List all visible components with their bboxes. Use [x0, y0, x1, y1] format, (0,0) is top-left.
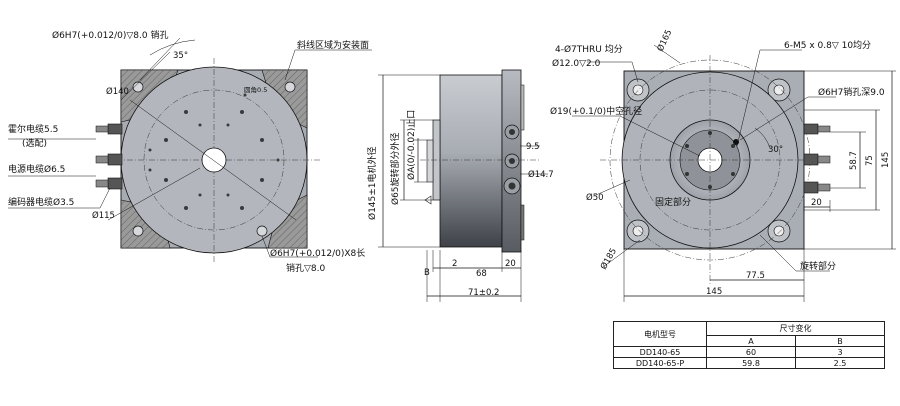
table-header-model: 电机型号	[613, 321, 707, 347]
table-row: DD140-65-P 59.8 2.5	[613, 357, 885, 369]
angle-arc-35	[149, 39, 196, 56]
bevel-note-label: 斜线区域为安装面	[297, 39, 369, 51]
dia-a-label: ØA(0/-0.02)止口	[405, 110, 417, 180]
front-view: Ø6H7(+0.012/0)▽8.0 销孔 35° Ø140 圆角0.5 霍尔电…	[8, 29, 372, 274]
pin-hole-top-label: Ø6H7(+0.012/0)▽8.0 销孔	[52, 29, 169, 41]
table-cell-b: 3	[795, 346, 885, 358]
dim-71-label: 71±0.2	[468, 288, 499, 298]
dim-145-h-label: 145	[706, 287, 722, 297]
dim-2-label: 2	[452, 259, 457, 269]
pin-hole-tr	[284, 81, 296, 93]
front-screw-holes	[148, 93, 280, 210]
dia-165-label: Ø165	[655, 28, 675, 53]
side-view: Ø145±1电机外径 Ø65旋转部分外径 ØA(0/-0.02)止口 9.5 Ø…	[366, 69, 554, 302]
table-row: DD140-65 60 3	[613, 346, 885, 358]
angle-arc-30	[754, 127, 771, 149]
angle-30-label: 30°	[768, 145, 783, 155]
dim-20-rear-label: 20	[811, 198, 822, 208]
table-header-change: 尺寸变化	[706, 321, 885, 336]
rear-cables	[803, 123, 831, 194]
hollow-label: Ø19(+0.1/0)中空孔径	[550, 105, 642, 117]
dim-68-label: 68	[476, 269, 487, 279]
hall-optional-label: (选配)	[22, 137, 47, 149]
m5-holes-label: 6-M5 x 0.8▽ 10均分	[784, 39, 871, 51]
table-cell-a: 59.8	[706, 357, 796, 369]
table-cell-b: 2.5	[795, 357, 885, 369]
thru-holes-label-1: 4-Ø7THRU 均分	[555, 43, 623, 55]
rear-m5-holes	[685, 131, 735, 189]
dim-58-7-label: 58.7	[849, 151, 859, 170]
fixed-part-label: 固定部分	[655, 196, 691, 208]
dim-b-label: B	[424, 268, 430, 278]
table-col-b: B	[795, 335, 885, 347]
thru-holes-label-2: Ø12.0▽2.0	[552, 58, 601, 69]
power-cable-label: 电源电缆Ø6.5	[8, 163, 65, 175]
dim-20-label: 20	[505, 259, 516, 269]
side-main-body	[439, 74, 503, 248]
rotating-part-label: 旋转部分	[800, 260, 836, 272]
dia-140-label: Ø140	[106, 86, 129, 97]
pin-hole-br	[256, 225, 268, 237]
encoder-cable-label: 编码器电缆Ø3.5	[8, 196, 74, 208]
dim-77-5-label: 77.5	[746, 271, 765, 281]
dia-115-label: Ø115	[92, 210, 115, 221]
dia-50-label: Ø50	[586, 192, 604, 203]
dim-75-label: 75	[865, 155, 875, 166]
rear-view: 4-Ø7THRU 均分 Ø12.0▽2.0 Ø165 6-M5 x 0.8▽ 1…	[550, 28, 896, 302]
front-center-hole	[201, 147, 227, 173]
angle-35-label: 35°	[173, 51, 188, 61]
table-cell-a: 60	[706, 346, 796, 358]
hall-cable-label: 霍尔电缆5.5	[8, 123, 58, 135]
pin-hole-tl	[132, 81, 144, 93]
table-cell-model: DD140-65	[613, 346, 707, 358]
spec-table: 电机型号 尺寸变化 A B DD140-65 60 3 DD140-65-P 5…	[613, 321, 885, 369]
rear-pin-hole-label: Ø6H7销孔深9.0	[818, 86, 885, 98]
chamfer-label: 圆角0.5	[244, 85, 267, 94]
dim-9-5-label: 9.5	[526, 142, 540, 152]
table-col-a: A	[706, 335, 796, 347]
dia-185-label: Ø185	[598, 246, 619, 271]
table-cell-model: DD140-65-P	[613, 357, 707, 369]
dia-65-label: Ø65旋转部分外径	[389, 132, 401, 205]
dim-14-7-label: Ø14.7	[528, 169, 554, 180]
side-connectors	[503, 124, 521, 195]
dim-145-v-label: 145	[881, 152, 891, 168]
pin-hole-bl	[132, 225, 144, 237]
pin-hole-bottom-label-2: 销孔▽8.0	[286, 262, 326, 274]
pin-hole-bottom-label-1: Ø6H7(+0.012/0)X8长	[270, 247, 365, 259]
dia-145-label: Ø145±1电机外径	[366, 146, 378, 220]
front-cables	[95, 123, 123, 190]
